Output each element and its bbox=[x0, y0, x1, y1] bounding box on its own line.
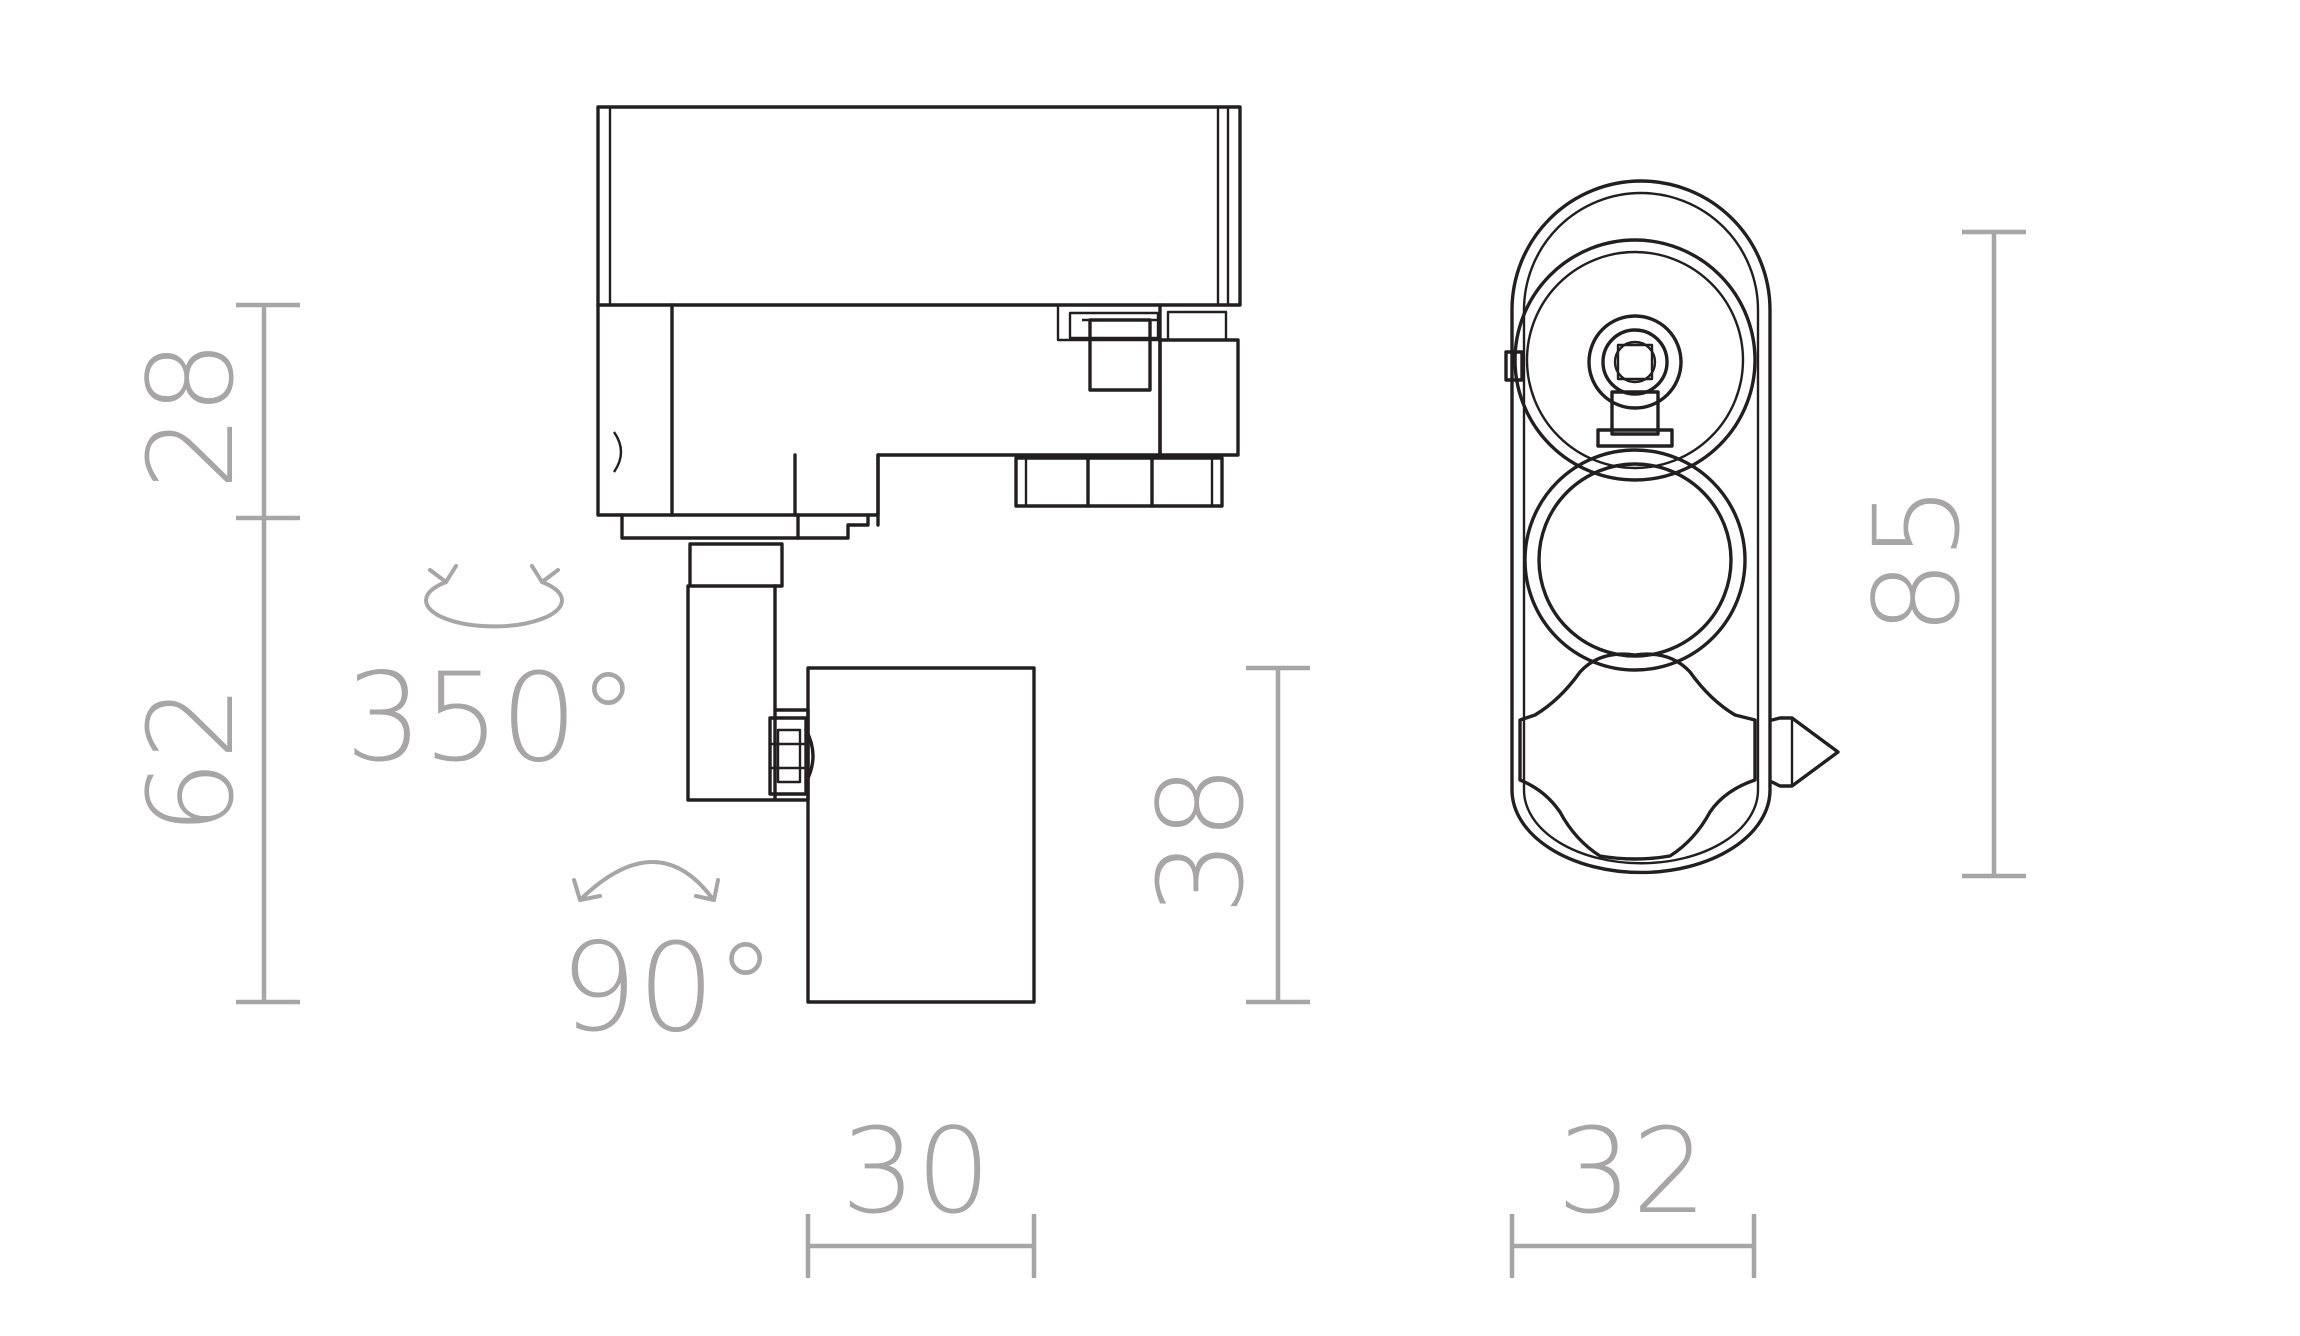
head-width-dimension bbox=[805, 1214, 1037, 1278]
adapter-connector bbox=[1158, 338, 1240, 457]
front-bolt-neck bbox=[1610, 390, 1660, 436]
front-width-dimension bbox=[1509, 1214, 1757, 1278]
dimension-upper-height: 28 bbox=[122, 340, 260, 490]
front-outer-body bbox=[1510, 179, 1772, 875]
dimension-head-width: 30 bbox=[841, 1102, 991, 1240]
adapter-knob bbox=[1088, 318, 1152, 392]
side-view bbox=[596, 105, 1242, 1004]
dimension-lower-height: 62 bbox=[122, 685, 260, 835]
joint-bolt bbox=[768, 716, 808, 796]
front-heatsink bbox=[1518, 652, 1757, 861]
adapter-top-box bbox=[596, 105, 1242, 307]
front-lens-ring bbox=[1523, 448, 1747, 672]
front-adapter-circle bbox=[1513, 238, 1757, 482]
horizontal-rotation-icon bbox=[424, 564, 564, 629]
front-lens bbox=[1537, 462, 1733, 658]
spotlight-head bbox=[806, 666, 1036, 1004]
vertical-rotation-icon bbox=[572, 860, 720, 902]
front-bolt-outer bbox=[1587, 314, 1683, 410]
adapter-latch bbox=[613, 431, 623, 473]
dimension-front-width: 32 bbox=[1557, 1102, 1707, 1240]
dimension-head-height: 38 bbox=[1132, 765, 1270, 915]
rotation-vertical-label: 90° bbox=[560, 917, 776, 1059]
left-vertical-dimension bbox=[236, 302, 300, 1005]
stem-neck bbox=[688, 542, 784, 588]
total-height-dimension bbox=[1962, 229, 2026, 879]
front-side-knob bbox=[1770, 716, 1840, 788]
rotation-horizontal-label: 350° bbox=[345, 647, 639, 789]
front-view bbox=[1504, 179, 1840, 875]
adapter-contacts bbox=[1014, 456, 1224, 508]
adapter-base-plate bbox=[620, 513, 870, 540]
head-height-dimension bbox=[1246, 665, 1310, 1005]
dimension-total-height: 85 bbox=[1848, 485, 1986, 635]
